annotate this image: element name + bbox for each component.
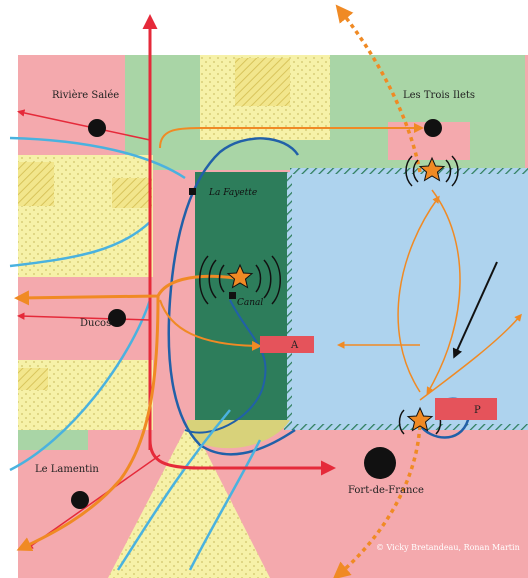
yellow-cove <box>186 420 290 449</box>
orange-dashed-north <box>335 4 422 173</box>
sea-shore-stripe-top <box>290 168 528 174</box>
sea-shore-stripe-left <box>284 172 292 430</box>
blue-loop-left <box>167 137 300 456</box>
marker-box-p[interactable] <box>435 398 497 420</box>
marker-a-label: A <box>290 340 299 351</box>
label-la-fayette: La Fayette <box>208 188 257 198</box>
label-lamentin: Le Lamentin <box>35 464 99 475</box>
orange-flow-bay-2 <box>397 195 440 393</box>
marker-box-a[interactable] <box>260 336 314 353</box>
sea-shore-stripe-bottom <box>290 424 528 430</box>
town-dot-lamentin[interactable] <box>71 491 89 509</box>
orange-dashed-south <box>332 417 422 578</box>
hatched-zone-mid <box>18 368 48 390</box>
hatched-zone-left-a <box>18 162 54 206</box>
credit-text: © Vicky Bretandeau, Ronan Martin <box>376 543 520 552</box>
orange-flow-canal <box>159 299 262 351</box>
hatched-zone-top <box>235 58 290 106</box>
site-marker-canal[interactable] <box>229 292 236 299</box>
orange-flow-top <box>159 123 424 149</box>
marker-p-label: P <box>474 405 481 416</box>
orange-flow-east <box>419 313 522 401</box>
hatched-zone-left-b <box>112 178 152 208</box>
orange-flow-bay-1 <box>426 189 461 395</box>
red-flow-riviere <box>17 109 151 141</box>
cyan-flow-3 <box>9 299 152 472</box>
red-flow-ducos <box>17 312 151 321</box>
cyan-flow-4 <box>116 409 231 571</box>
star-canal[interactable] <box>199 255 281 305</box>
star-trois-ilets[interactable] <box>405 155 459 187</box>
industrial-zone <box>195 172 287 422</box>
blue-loop-inner <box>184 299 267 434</box>
town-dot-ducos[interactable] <box>108 309 126 327</box>
label-ducos: Ducos <box>80 318 111 329</box>
label-canal: Canal <box>237 298 263 308</box>
town-dot-fort-de-france[interactable] <box>364 447 396 479</box>
label-trois-ilets: Les Trois Ilets <box>403 90 475 101</box>
red-axis-horizontal <box>148 439 336 476</box>
cyan-flow-5 <box>188 439 262 571</box>
cyan-flow-1 <box>9 136 186 180</box>
sea-bay <box>290 172 528 430</box>
site-marker-la-fayette[interactable] <box>189 188 196 195</box>
label-riviere-salee: Rivière Salée <box>52 90 119 101</box>
yellow-wedge-bottom <box>108 420 270 578</box>
black-arrow <box>452 261 498 359</box>
town-dot-trois-ilets[interactable] <box>424 119 442 137</box>
label-fort-de-france: Fort-de-France <box>348 485 424 496</box>
town-dot-riviere-salee[interactable] <box>88 119 106 137</box>
orange-flow-south <box>16 295 160 552</box>
cyan-flow-2 <box>9 221 151 268</box>
